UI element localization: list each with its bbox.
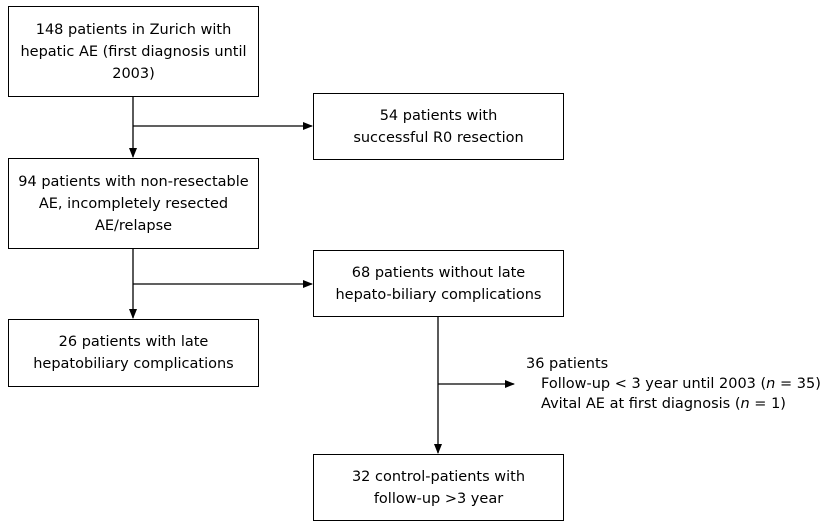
excluded-item-2-n: n <box>740 396 750 412</box>
box-nonresectable-line-1: 94 patients with non-resectable <box>18 173 249 190</box>
box-resected: 54 patients with successful R0 resection <box>313 93 564 160</box>
excluded-item-2-prefix: Avital AE at first diagnosis ( <box>541 396 741 412</box>
excluded-title: 36 patients <box>526 356 609 372</box>
excluded-item-1-prefix: Follow-up < 3 year until 2003 ( <box>541 376 767 392</box>
box-nonresectable-line-2: AE, incompletely resected <box>38 195 229 212</box>
excluded-item-1-suffix: = 35) <box>775 376 821 392</box>
box-controls-line-1: 32 control-patients with <box>351 468 526 485</box>
box-complications-line-1: 26 patients with late <box>58 334 209 350</box>
excluded-note: 36 patients Follow-up < 3 year until 200… <box>526 354 821 414</box>
box-resected-line-1: 54 patients with <box>379 107 498 124</box>
excluded-item-2-suffix: = 1) <box>749 396 786 412</box>
box-no-complications-line-1: 68 patients without late <box>351 264 526 281</box>
excluded-item-1: Follow-up < 3 year until 2003 (n = 35) <box>526 374 821 394</box>
box-controls-line-2: follow-up >3 year <box>373 490 504 507</box>
box-start-cohort: 148 patients in Zurich with hepatic AE (… <box>8 6 259 97</box>
box-resected-line-2: successful R0 resection <box>353 129 524 146</box>
box-complications: 26 patients with late hepatobiliary comp… <box>8 319 259 387</box>
box-nonresectable-line-3: AE/relapse <box>94 217 173 234</box>
box-start-line-3: 2003) <box>112 65 155 82</box>
box-no-complications-line-2: hepato-biliary complications <box>335 286 542 303</box>
box-nonresectable: 94 patients with non-resectable AE, inco… <box>8 158 259 249</box>
box-controls: 32 control-patients with follow-up >3 ye… <box>313 454 564 521</box>
excluded-item-2: Avital AE at first diagnosis (n = 1) <box>526 394 821 414</box>
box-start-line-1: 148 patients in Zurich with <box>35 21 232 38</box>
excluded-item-1-n: n <box>766 376 776 392</box>
box-complications-line-2: hepatobiliary complications <box>33 356 234 372</box>
box-no-complications: 68 patients without late hepato-biliary … <box>313 250 564 317</box>
box-start-line-2: hepatic AE (first diagnosis until <box>20 43 247 60</box>
